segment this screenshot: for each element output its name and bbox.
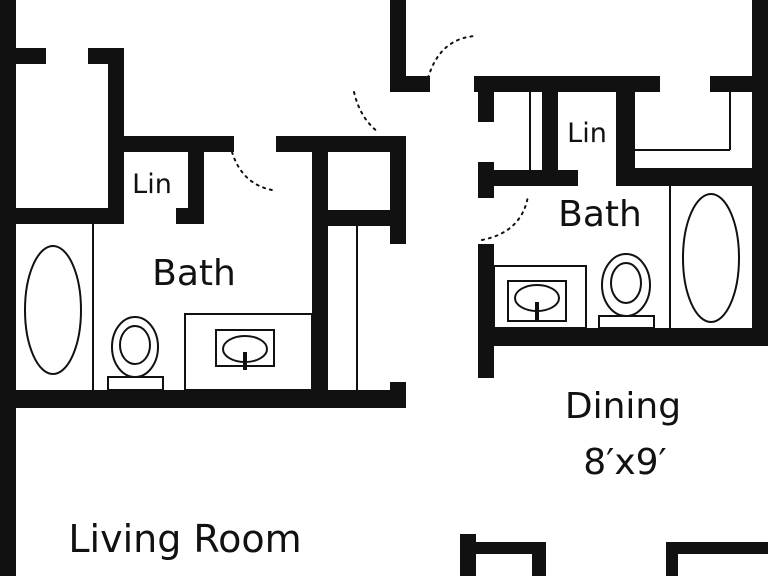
wall-bottom-stub-top [460,542,546,554]
wall-left-bath-top-right [276,136,406,152]
wall-closet-right [108,48,124,210]
room-size-dining: 8′x9′ [583,442,666,483]
wall-bottom-right-top [666,542,768,554]
wall-left-closet-right [390,136,406,244]
room-label-lin-right: Lin [567,118,607,149]
wall-lin-right-bottom [478,170,578,186]
left-toilet-icon [107,316,164,391]
right-vanity [493,265,587,329]
right-sink-icon [507,280,567,322]
wall-center-top [390,0,406,92]
room-label-lin-left: Lin [132,169,172,200]
wall-bottom-stub-mid [532,542,546,576]
fixtures [24,193,740,391]
door-swing-right-bath [481,195,529,241]
wall-lin-right-right [616,76,634,186]
door-swing-center-top [427,35,477,79]
wall-bottom-stub-left [460,534,476,576]
wall-left-bath-bottom-stub [390,382,406,408]
door-swings [231,35,529,241]
wall-top-left-stub [0,48,46,64]
wall-right-bath-top [474,76,660,92]
wall-lin-left-right [188,136,204,224]
wall-right-bath-left-top [478,76,494,122]
right-tub-icon [682,193,740,323]
left-tub-icon [24,245,82,375]
wall-lin-left-bottom [176,208,204,224]
room-label-dining: Dining [565,386,681,427]
room-label-bath-right: Bath [558,194,642,235]
wall-left-shelf [0,208,124,224]
door-swing-center-left [353,91,379,133]
wall-right-shelf [616,168,768,186]
thin-lines [92,92,731,390]
right-toilet-icon [598,253,655,329]
room-label-living: Living Room [68,517,301,561]
wall-lin-left-top [108,136,234,152]
door-swing-left-bath [231,151,273,191]
wall-bottom-right-left [666,542,678,576]
wall-right-bath-bottom [478,328,768,346]
wall-outer-left [0,0,16,576]
left-vanity [184,313,313,391]
room-labels: Lin Bath Lin Bath Dining 8′x9′ Living Ro… [68,118,681,561]
wall-center-top-foot [390,76,430,92]
wall-left-bath-bottom [0,390,406,408]
wall-lin-right-left [542,76,558,186]
wall-left-bath-right [312,136,328,390]
left-sink-icon [215,329,275,370]
wall-left-closet-mid [312,210,406,226]
wall-right-bath-left-low [478,244,494,378]
room-label-bath-left: Bath [152,253,236,294]
